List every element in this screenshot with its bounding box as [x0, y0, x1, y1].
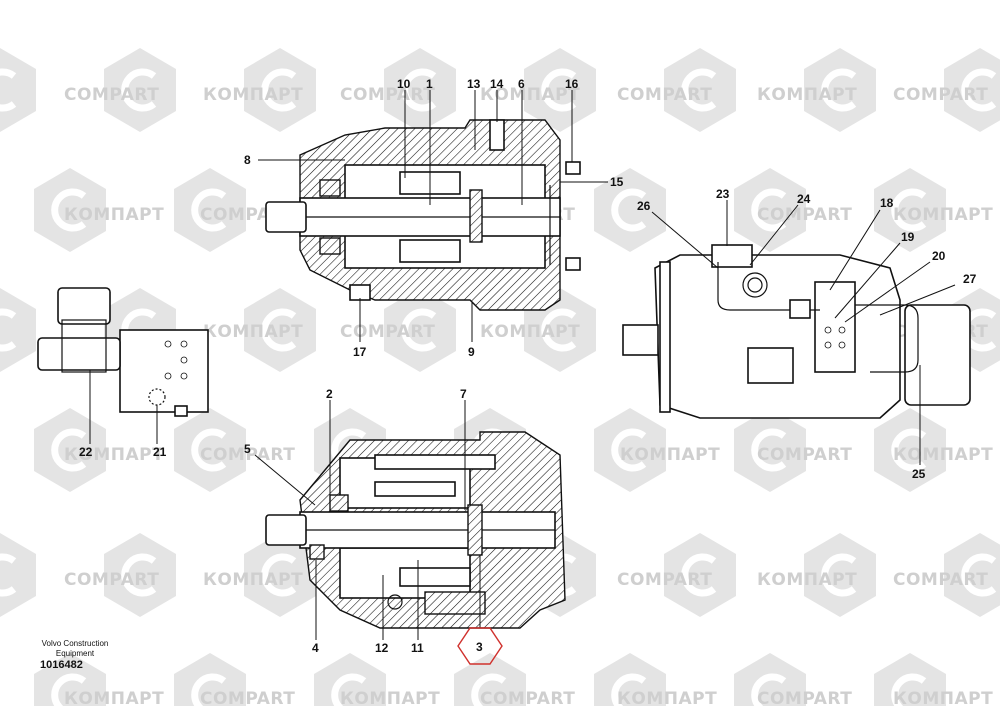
solenoid-valve-block [37, 287, 209, 417]
watermark-text: КОМПАРТ [893, 205, 993, 225]
watermark-text: COMPART [893, 85, 988, 105]
callout-12[interactable]: 12 [375, 641, 389, 655]
watermark-text: КОМПАРТ [757, 570, 857, 590]
callout-22[interactable]: 22 [79, 445, 93, 459]
watermark-text: COMPART [480, 689, 575, 706]
watermark-text: COMPART [200, 689, 295, 706]
callout-24[interactable]: 24 [797, 192, 811, 206]
document-number: 1016482 [40, 659, 83, 671]
callout-26[interactable]: 26 [637, 199, 651, 213]
callout-18[interactable]: 18 [880, 196, 894, 210]
watermark-text: КОМПАРТ [757, 85, 857, 105]
watermark-text: COMPART [617, 85, 712, 105]
callout-8[interactable]: 8 [244, 153, 251, 167]
callout-4[interactable]: 4 [312, 641, 319, 655]
callout-15[interactable]: 15 [610, 175, 624, 189]
watermark-text: КОМПАРТ [480, 85, 580, 105]
pump-external-right [622, 244, 971, 419]
watermark-text: КОМПАРТ [203, 85, 303, 105]
callout-7[interactable]: 7 [460, 387, 467, 401]
watermark-text: КОМПАРТ [620, 445, 720, 465]
callout-21[interactable]: 21 [153, 445, 167, 459]
callout-10[interactable]: 10 [397, 77, 411, 91]
callout-20[interactable]: 20 [932, 249, 946, 263]
watermark-text: COMPART [64, 570, 159, 590]
callout-1[interactable]: 1 [426, 77, 433, 91]
callout-14[interactable]: 14 [490, 77, 504, 91]
callout-23[interactable]: 23 [716, 187, 730, 201]
callout-11[interactable]: 11 [411, 641, 424, 655]
callout-5[interactable]: 5 [244, 442, 251, 456]
watermark-text: COMPART [200, 445, 295, 465]
callout-19[interactable]: 19 [901, 230, 915, 244]
callout-25[interactable]: 25 [912, 467, 926, 481]
watermark-text: КОМПАРТ [64, 205, 164, 225]
watermark-text: КОМПАРТ [893, 445, 993, 465]
callout-2[interactable]: 2 [326, 387, 333, 401]
watermark-text: КОМПАРТ [617, 689, 717, 706]
watermark-text: COMPART [757, 689, 852, 706]
watermark-text: КОМПАРТ [64, 689, 164, 706]
watermark-layer: COMPART КОМПАРТ COMPART КОМПАРТ COMPART … [0, 48, 1000, 706]
source-label: Volvo Construction [41, 639, 109, 648]
callout-9[interactable]: 9 [468, 345, 475, 359]
watermark-text: COMPART [340, 322, 435, 342]
watermark-text: COMPART [340, 85, 435, 105]
watermark-text: COMPART [757, 445, 852, 465]
highlight-hexagon [457, 627, 503, 665]
watermark-text: КОМПАРТ [203, 570, 303, 590]
watermark-text: COMPART [757, 205, 852, 225]
watermark-text: КОМПАРТ [340, 689, 440, 706]
source-label: Equipment [55, 649, 95, 658]
pump-section-top [265, 119, 581, 311]
watermark-text: COMPART [617, 570, 712, 590]
callout-6[interactable]: 6 [518, 77, 525, 91]
pump-section-bottom [265, 431, 566, 629]
callout-16[interactable]: 16 [565, 77, 579, 91]
callout-27[interactable]: 27 [963, 272, 977, 286]
callout-3[interactable]: 3 [476, 640, 483, 654]
callout-labels: 10 1 13 14 6 16 8 15 17 9 22 21 23 26 24… [79, 77, 977, 655]
watermark-text: COMPART [893, 570, 988, 590]
callout-leaders [89, 90, 956, 640]
callout-13[interactable]: 13 [467, 77, 481, 91]
watermark-text: КОМПАРТ [64, 445, 164, 465]
watermark-text: COMPART [64, 85, 159, 105]
watermark-text: КОМПАРТ [203, 322, 303, 342]
watermark-text: КОМПАРТ [893, 689, 993, 706]
callout-17[interactable]: 17 [353, 345, 367, 359]
watermark-text: КОМПАРТ [480, 322, 580, 342]
